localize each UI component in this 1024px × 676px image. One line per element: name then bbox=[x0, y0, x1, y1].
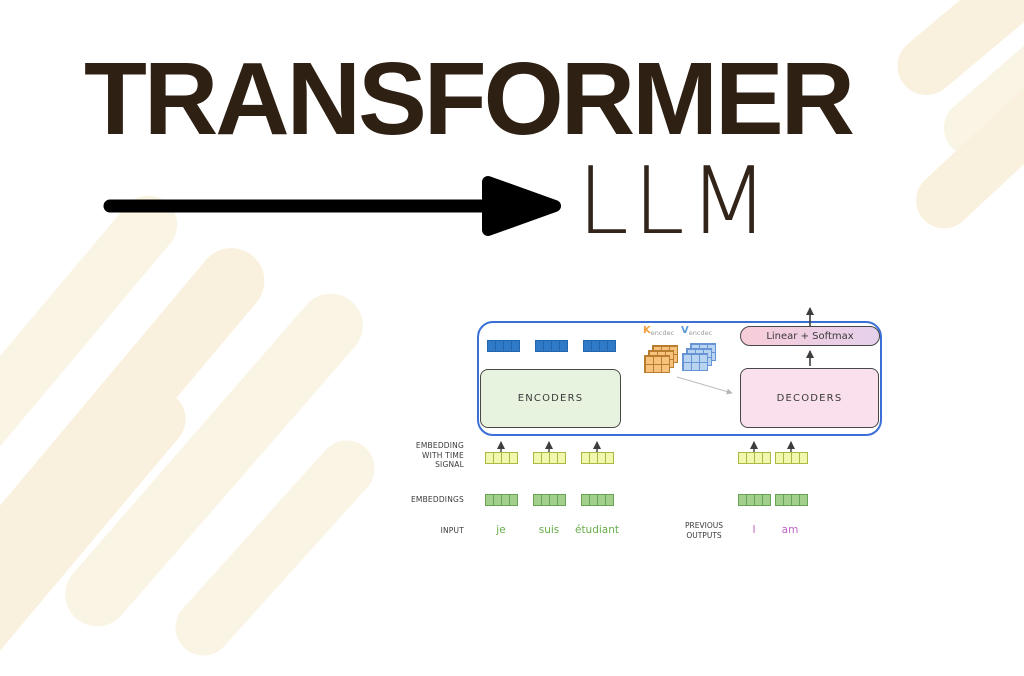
transformer-diagram: Kencdec Vencdec ENCODERS DECODERS Linear… bbox=[400, 295, 960, 570]
row-label-input: INPUT bbox=[440, 526, 464, 535]
row-label-embedding-time: EMBEDDING WITH TIME SIGNAL bbox=[415, 441, 464, 469]
row-label-previous-outputs: PREVIOUS OUTPUTS bbox=[685, 521, 723, 540]
output-token: I bbox=[752, 524, 756, 536]
k-matrix-stack bbox=[644, 345, 678, 373]
embedding-strip bbox=[775, 494, 808, 506]
embedding-time-strip bbox=[485, 452, 518, 464]
input-token: suis bbox=[538, 524, 560, 536]
encoder-output-strip bbox=[535, 340, 568, 352]
encoder-output-strip bbox=[487, 340, 520, 352]
encoder-output-strip bbox=[583, 340, 616, 352]
v-encdec-label: Vencdec bbox=[681, 325, 713, 337]
embedding-time-strip bbox=[533, 452, 566, 464]
input-token: je bbox=[496, 524, 506, 536]
embedding-strip bbox=[738, 494, 771, 506]
embedding-strip bbox=[485, 494, 518, 506]
input-token: étudiant bbox=[574, 524, 620, 536]
embedding-time-strip bbox=[581, 452, 614, 464]
transform-arrow-icon bbox=[103, 176, 561, 236]
output-token: am bbox=[781, 524, 799, 536]
v-matrix-stack bbox=[682, 343, 716, 371]
embedding-strip bbox=[533, 494, 566, 506]
linear-softmax-pill: Linear + Softmax bbox=[740, 326, 880, 346]
embedding-strip bbox=[581, 494, 614, 506]
k-encdec-label: Kencdec bbox=[643, 325, 675, 337]
encoders-box: ENCODERS bbox=[480, 369, 621, 428]
llm-label: LLM bbox=[577, 147, 773, 255]
row-label-embeddings: EMBEDDINGS bbox=[410, 495, 464, 504]
decoders-box: DECODERS bbox=[740, 368, 879, 428]
slide-title: TRANSFORMER bbox=[84, 41, 855, 156]
embedding-time-strip bbox=[738, 452, 771, 464]
embedding-time-strip bbox=[775, 452, 808, 464]
